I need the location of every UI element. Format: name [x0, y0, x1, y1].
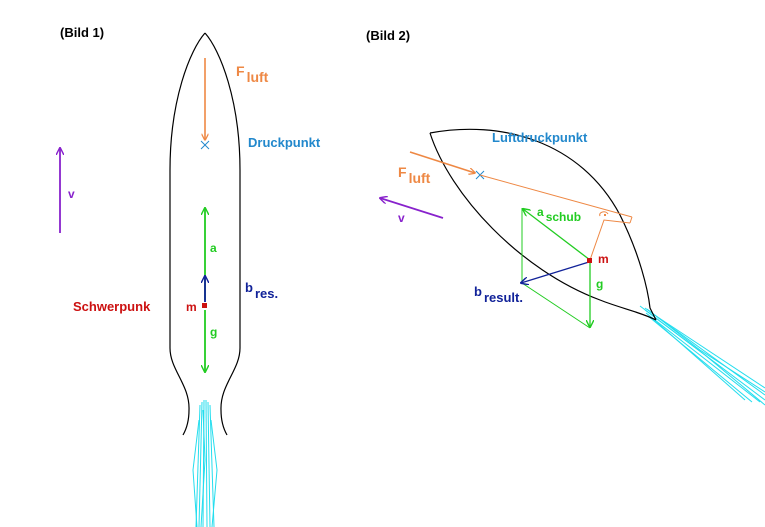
- bild1-druckpunkt-label: Druckpunkt: [248, 135, 321, 150]
- bild2-aschub-arrow: [523, 209, 591, 261]
- bild2-g-label: g: [596, 277, 603, 291]
- bild1-schwerpunkt-label: Schwerpunk: [73, 299, 151, 314]
- bild2-m-label: m: [598, 252, 609, 266]
- bild2-exhaust: [639, 305, 765, 406]
- bild2-v-arrow: [380, 198, 444, 219]
- bild1-m-label: m: [186, 300, 197, 314]
- bild2-force-parallelogram: [521, 208, 591, 329]
- bild1-v-label: v: [68, 187, 75, 201]
- bild1-rocket-body: [169, 32, 241, 436]
- bild2-bresult-arrow: [521, 261, 590, 283]
- bild1-g-label: g: [210, 325, 217, 339]
- bild2-caption: (Bild 2): [366, 28, 410, 43]
- bild2-rocket-body: [429, 128, 657, 321]
- bild2-luftdruckpunkt-label: Luftdruckpunkt: [492, 130, 588, 145]
- bild2-mass-point: [587, 258, 592, 263]
- bild2-v-label: v: [398, 211, 405, 225]
- bild2-air-guide-lines: [479, 174, 633, 261]
- bild1-mass-point: [202, 303, 207, 308]
- bild2-right-angle-dot: [604, 214, 606, 216]
- bild1-exhaust: [192, 399, 218, 527]
- bild1-a-label: a: [210, 241, 217, 255]
- bild2-fluft-arrow: [409, 151, 475, 173]
- bild1-druckpunkt-marker: [200, 140, 210, 150]
- bild1-caption: (Bild 1): [60, 25, 104, 40]
